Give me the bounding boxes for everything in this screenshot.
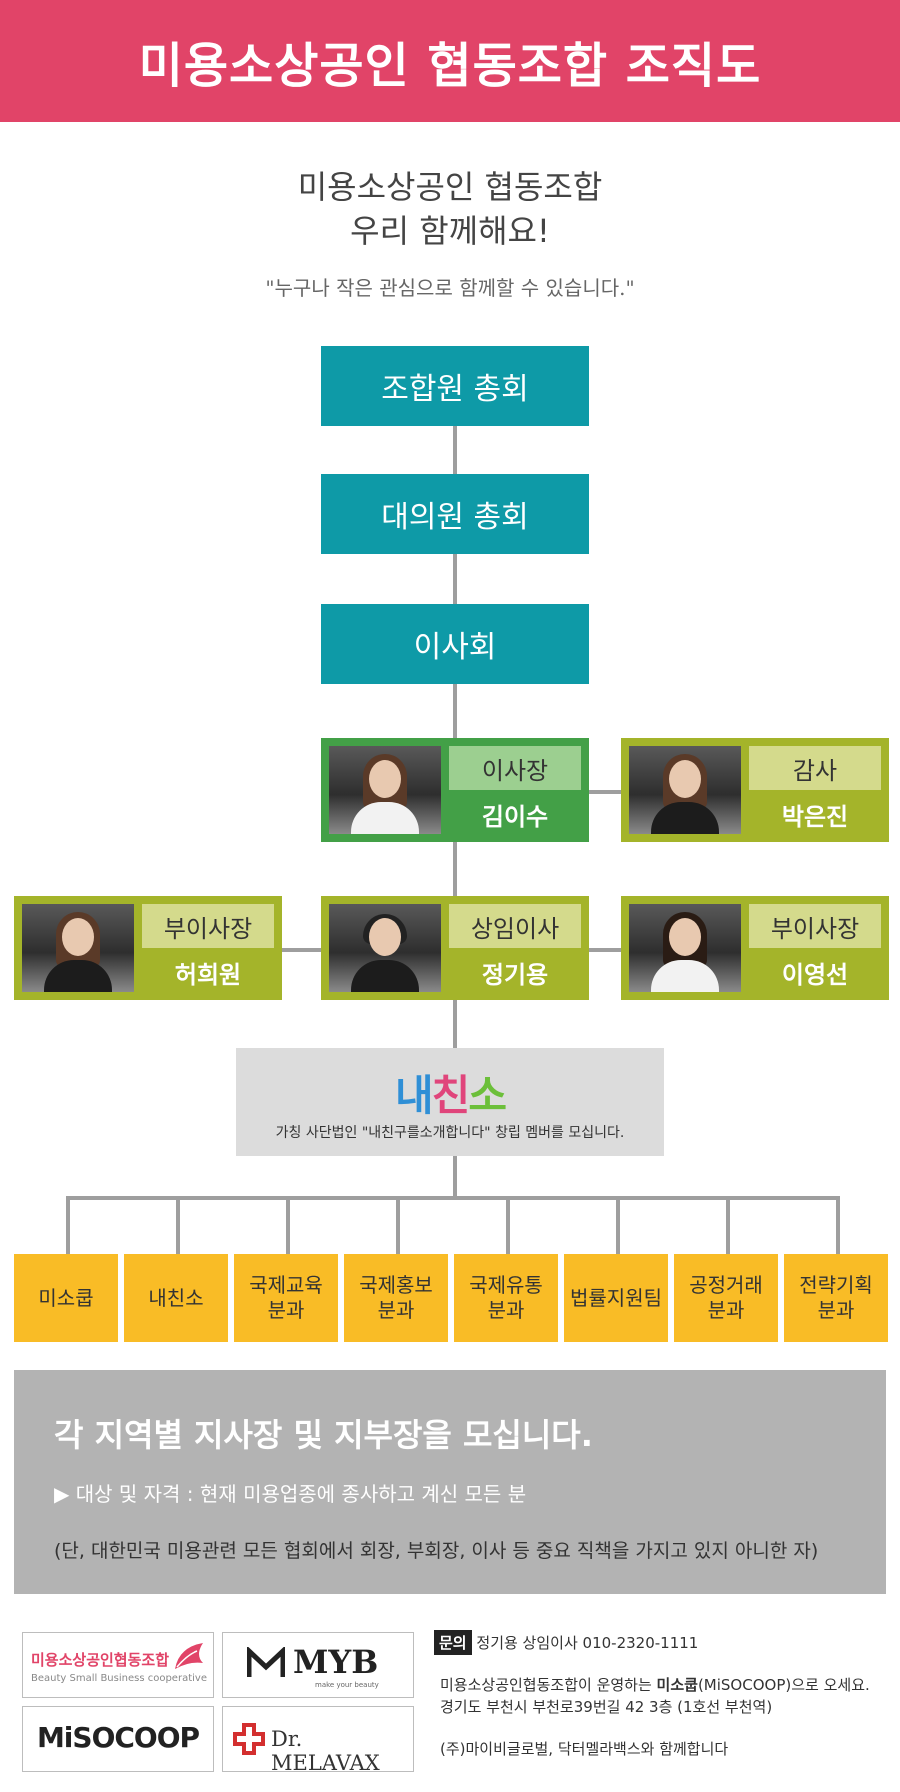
myb-logo: MYB make your beauty	[222, 1632, 414, 1698]
medical-cross-icon	[233, 1723, 265, 1755]
auditor-name: 박은진	[781, 802, 849, 831]
auditor-role: 감사	[749, 746, 881, 790]
executive-director-name: 정기용	[481, 960, 549, 989]
vice-chairman-right-name: 이영선	[781, 960, 849, 989]
recruitment-target: ▶ 대상 및 자격 : 현재 미용업종에 종사하고 계신 모든 분	[54, 1482, 527, 1506]
dept-naechinso: 내친소	[124, 1254, 228, 1342]
dept-legal-support: 법률지원팀	[564, 1254, 668, 1342]
recruitment-note: (단, 대한민국 미용관련 모든 협회에서 회장, 부회장, 이사 등 중요 직…	[54, 1540, 819, 1562]
auditor-photo	[629, 746, 741, 834]
chairman-role: 이사장	[449, 746, 581, 790]
branch-drop-3	[286, 1196, 290, 1254]
auditor-card: 감사 박은진	[621, 738, 889, 842]
melavax-logo-text: Dr. MELAVAX	[271, 1727, 380, 1775]
intro-quote: "누구나 작은 관심으로 함께할 수 있습니다."	[265, 276, 635, 300]
dept-intl-distribution: 국제유통 분과	[454, 1254, 558, 1342]
branch-drop-8	[836, 1196, 840, 1254]
vice-chairman-right-photo	[629, 904, 741, 992]
recruitment-title: 각 지역별 지사장 및 지부장을 모십니다.	[54, 1416, 593, 1454]
contact-person: 정기용 상임이사 010-2320-1111	[476, 1634, 699, 1652]
intro-line2: 우리 함께해요!	[350, 212, 550, 250]
delegates-assembly-box: 대의원 총회	[321, 474, 589, 554]
vice-chairman-right-card: 부이사장 이영선	[621, 896, 889, 1000]
myb-logo-subtitle: make your beauty	[315, 1681, 379, 1689]
naechinso-box: 내친소 가칭 사단법인 "내친구를소개합니다" 창립 멤버를 모십니다.	[236, 1048, 664, 1156]
vice-chairman-left-role: 부이사장	[142, 904, 274, 948]
myb-logo-text: MYB	[293, 1643, 379, 1681]
chairman-card: 이사장 김이수	[321, 738, 589, 842]
vice-chairman-left-name: 허희원	[174, 960, 242, 989]
vice-chairman-right-role: 부이사장	[749, 904, 881, 948]
butterfly-icon	[175, 1643, 203, 1669]
chairman-photo	[329, 746, 441, 834]
branch-drop-2	[176, 1196, 180, 1254]
branch-drop-4	[396, 1196, 400, 1254]
vice-chairman-left-photo	[22, 904, 134, 992]
chairman-name: 김이수	[481, 802, 549, 831]
contact-partners: (주)마이비글로벌, 닥터멜라백스와 함께합니다	[440, 1740, 729, 1758]
branch-drop-5	[506, 1196, 510, 1254]
executive-director-photo	[329, 904, 441, 992]
misocoop-logo-text: MiSOCOOP	[36, 1721, 200, 1754]
naechinso-description: 가칭 사단법인 "내친구를소개합니다" 창립 멤버를 모십니다.	[275, 1125, 625, 1141]
branch-drop-7	[726, 1196, 730, 1254]
executive-director-role: 상임이사	[449, 904, 581, 948]
recruitment-box: 각 지역별 지사장 및 지부장을 모십니다. ▶ 대상 및 자격 : 현재 미용…	[14, 1370, 886, 1594]
line-chairman-auditor	[589, 790, 621, 794]
line-exec-vice-left	[282, 948, 322, 952]
vice-chairman-left-card: 부이사장 허희원	[14, 896, 282, 1000]
dept-intl-education: 국제교육 분과	[234, 1254, 338, 1342]
branch-horizontal-line	[66, 1196, 840, 1200]
dept-intl-promotion: 국제홍보 분과	[344, 1254, 448, 1342]
branch-drop-6	[616, 1196, 620, 1254]
coop-logo-subtitle: Beauty Small Business cooperative	[31, 1673, 207, 1684]
contact-person-row: 문의 정기용 상임이사 010-2320-1111	[434, 1630, 698, 1655]
inquiry-badge: 문의	[434, 1630, 472, 1655]
misocoop-logo: MiSOCOOP	[22, 1706, 214, 1772]
line-exec-vice-right	[589, 948, 621, 952]
line-naechinso-branch	[453, 1156, 457, 1200]
melavax-logo: Dr. MELAVAX	[222, 1706, 414, 1775]
executive-director-card: 상임이사 정기용	[321, 896, 589, 1000]
naechinso-logo: 내친소	[395, 1071, 507, 1120]
dept-fair-trade: 공정거래 분과	[674, 1254, 778, 1342]
dept-misocoop: 미소쿱	[14, 1254, 118, 1342]
branch-drop-1	[66, 1196, 70, 1254]
myb-emblem-icon	[247, 1647, 285, 1677]
dept-strategy-planning: 전략기획 분과	[784, 1254, 888, 1342]
contact-line1: 미용소상공인협동조합이 운영하는 미소쿱(MiSOCOOP)으로 오세요.	[440, 1676, 870, 1694]
general-assembly-box: 조합원 총회	[321, 346, 589, 426]
coop-logo-name: 미용소상공인협동조합	[31, 1651, 170, 1669]
intro-line1: 미용소상공인 협동조합	[297, 168, 603, 206]
coop-logo: 미용소상공인협동조합 Beauty Small Business coopera…	[22, 1632, 214, 1698]
board-box: 이사회	[321, 604, 589, 684]
contact-address: 경기도 부천시 부천로39번길 42 3층 (1호선 부천역)	[440, 1698, 773, 1716]
page-title: 미용소상공인 협동조합 조직도	[0, 0, 900, 122]
